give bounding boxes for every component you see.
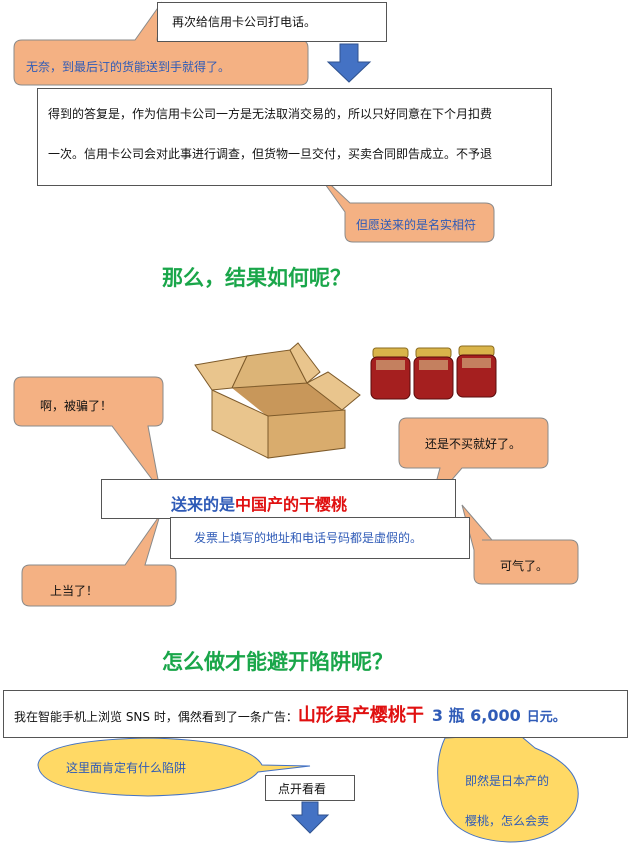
ad-price: 3 瓶 6,000 [431,706,521,725]
delivered-box [101,479,456,519]
result-heading: 那么，结果如何呢？ [162,266,351,290]
answer-line-2: 一次。信用卡公司会对此事进行调查，但货物一旦交付，买卖合同即告成立。不予退 [48,147,493,161]
bubble-fooled [21,514,177,607]
delivered-highlight: 中国产的干樱桃 [235,495,348,514]
trap-text: 这里面肯定有什么陷阱 [66,761,187,775]
invoice-text: 发票上填写的地址和电话号码都是虚假的。 [194,531,423,545]
ad-box [3,690,628,738]
bubble-angry [461,504,579,585]
down-arrow-icon [290,801,330,834]
fooled-text: 上当了！ [50,584,99,598]
bubble-trap [37,737,311,797]
open-look-text: 点开看看 [278,782,327,796]
open-look-box: 点开看看 [265,775,355,801]
helpless-text: 无奈，到最后订的货能送到手就得了。 [26,60,231,74]
japan-line-2: 樱桃，怎么会卖 [465,814,550,828]
cheated-text: 啊，被骗了！ [40,399,113,413]
angry-text: 可气了。 [500,559,549,573]
ad-product: 山形县产樱桃干 [297,705,424,726]
ad-line: 我在智能手机上浏览 SNS 时，偶然看到了一条广告：山形县产樱桃干 3 瓶 6,0… [14,701,566,727]
invoice-box: 发票上填写的地址和电话号码都是虚假的。 [170,517,470,559]
bubble-japan [437,709,579,843]
japan-line-1: 即然是日本产的 [465,774,550,788]
bubble-cheated [13,376,164,491]
ad-text: 我在智能手机上浏览 SNS 时，偶然看到了一条广告： [14,710,298,724]
call-again-text: 再次给信用卡公司打电话。 [172,15,317,29]
down-arrow-icon [326,43,372,83]
answer-line-1: 得到的答复是，作为信用卡公司一方是无法取消交易的，所以只好同意在下个月扣费 [48,107,493,121]
bubble-hope [314,169,495,243]
answer-box: 得到的答复是，作为信用卡公司一方是无法取消交易的，所以只好同意在下个月扣费 一次… [37,88,552,186]
cardboard-box-icon [194,342,361,459]
delivered-prefix: 送来的是 [171,495,236,514]
hope-text: 但愿送来的是名实相符 [356,218,477,232]
ad-unit: 日元。 [526,710,566,725]
avoid-heading: 怎么做才能避开陷阱呢？ [162,650,393,674]
regret-text: 还是不买就好了。 [425,437,522,451]
cherry-jars-icon [370,345,497,400]
call-again-box: 再次给信用卡公司打电话。 [157,2,387,42]
delivered-title: 送来的是中国产的干樱桃 [171,491,347,515]
